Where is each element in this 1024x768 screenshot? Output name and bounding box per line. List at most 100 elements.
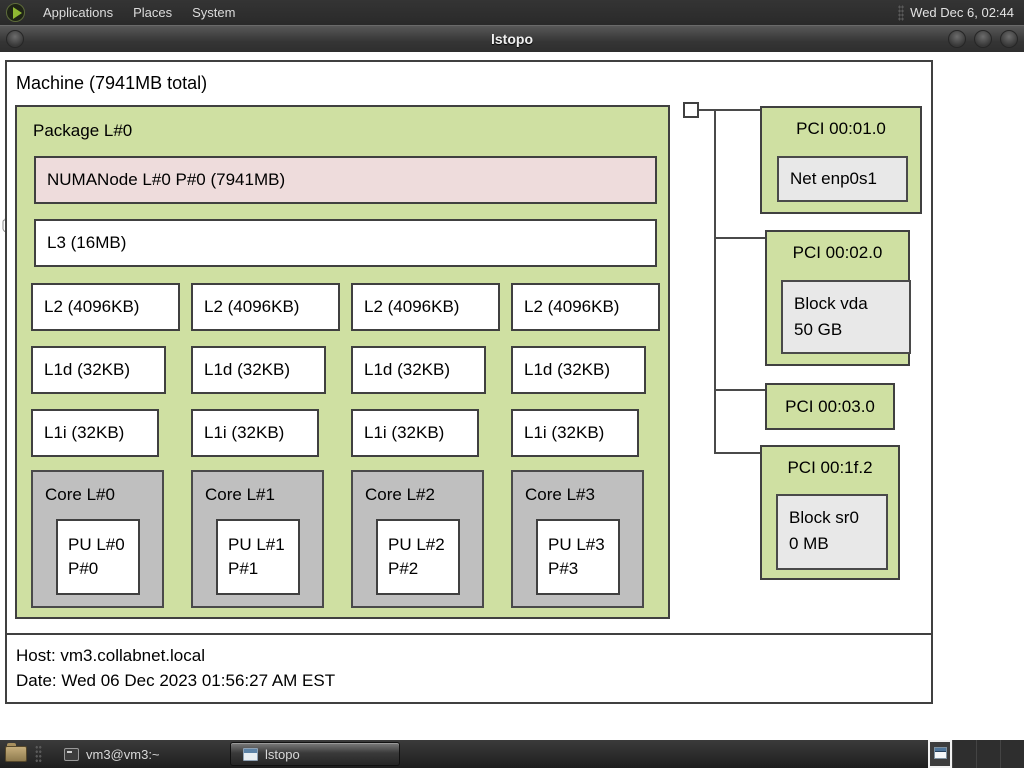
l1d-cache-box: L1d (32KB)	[511, 346, 646, 394]
pci-box-00-02-0: PCI 00:02.0 Block vda 50 GB	[765, 230, 911, 366]
pci-tree-line	[714, 389, 765, 391]
menu-applications[interactable]: Applications	[43, 5, 114, 20]
taskbar-button-terminal[interactable]: vm3@vm3:~	[52, 742, 222, 766]
block-device-size: 50 GB	[794, 320, 843, 339]
package-label: Package L#0	[33, 121, 133, 140]
menu-places[interactable]: Places	[133, 5, 173, 20]
file-manager-icon[interactable]	[5, 743, 27, 762]
window-titlebar[interactable]: lstopo	[0, 25, 1024, 52]
block-device-box: Block vda 50 GB	[781, 280, 911, 354]
pu-pnum: P#3	[548, 559, 579, 578]
l1i-cache-box: L1i (32KB)	[31, 409, 159, 457]
terminal-icon	[64, 747, 79, 761]
core-label: Core L#1	[205, 485, 275, 504]
pci-label: PCI 00:1f.2	[787, 458, 873, 477]
clock[interactable]: Wed Dec 6, 02:44	[910, 5, 1014, 20]
panel-handle[interactable]	[898, 4, 905, 21]
l1i-label: L1i (32KB)	[204, 423, 285, 442]
pu-box: PU L#2 P#2	[376, 519, 460, 595]
pci-label: PCI 00:02.0	[792, 243, 883, 262]
l1d-cache-box: L1d (32KB)	[191, 346, 326, 394]
l1d-label: L1d (32KB)	[44, 360, 130, 379]
pci-box-00-1f-2: PCI 00:1f.2 Block sr0 0 MB	[760, 445, 900, 580]
taskbar-handle[interactable]	[35, 745, 42, 763]
l2-cache-box: L2 (4096KB)	[191, 283, 340, 331]
workspace-switcher	[928, 740, 1024, 768]
core-box: Core L#2 PU L#2 P#2	[351, 470, 484, 608]
workspace-3[interactable]	[976, 740, 1000, 768]
core-label: Core L#3	[525, 485, 595, 504]
top-panel: Applications Places System Wed Dec 6, 02…	[0, 0, 1024, 25]
pci-label: PCI 00:01.0	[796, 119, 886, 138]
pci-tree-line	[714, 237, 765, 239]
core-box: Core L#0 PU L#0 P#0	[31, 470, 164, 608]
machine-label: Machine (7941MB total)	[16, 73, 208, 93]
pci-tree-trunk	[714, 109, 716, 454]
taskbar-button-label: vm3@vm3:~	[86, 746, 160, 762]
l2-cache-box: L2 (4096KB)	[511, 283, 660, 331]
l1d-label: L1d (32KB)	[364, 360, 450, 379]
maximize-button[interactable]	[974, 30, 992, 48]
numanode-label: NUMANode L#0 P#0 (7941MB)	[47, 170, 286, 189]
l2-label: L2 (4096KB)	[204, 297, 300, 316]
pu-box: PU L#3 P#3	[536, 519, 620, 595]
pci-label: PCI 00:03.0	[785, 397, 875, 416]
block-device-label: Block vda	[794, 294, 868, 313]
pu-pnum: P#0	[68, 559, 99, 578]
pu-label: PU L#1	[228, 535, 285, 554]
workspace-4[interactable]	[1000, 740, 1024, 768]
pci-box-00-03-0: PCI 00:03.0	[765, 383, 895, 430]
window-title: lstopo	[491, 31, 533, 47]
window-icon	[243, 747, 258, 761]
l3-cache-box: L3 (16MB)	[34, 219, 657, 267]
workspace-1[interactable]	[928, 740, 952, 768]
menu-system[interactable]: System	[192, 5, 236, 20]
l2-label: L2 (4096KB)	[44, 297, 140, 316]
pu-pnum: P#2	[388, 559, 419, 578]
pci-bridge-connector	[683, 102, 699, 118]
l1i-cache-box: L1i (32KB)	[511, 409, 639, 457]
block-device-size: 0 MB	[789, 534, 829, 553]
core-label: Core L#2	[365, 485, 435, 504]
l1i-label: L1i (32KB)	[524, 423, 605, 442]
core-label: Core L#0	[45, 485, 115, 504]
window-menu-button[interactable]	[6, 30, 24, 48]
block-device-box: Block sr0 0 MB	[776, 494, 888, 570]
distro-menu-icon[interactable]	[6, 3, 25, 22]
l1d-cache-box: L1d (32KB)	[31, 346, 166, 394]
package-box: Package L#0 NUMANode L#0 P#0 (7941MB) L3…	[15, 105, 670, 619]
l2-cache-box: L2 (4096KB)	[351, 283, 500, 331]
l3-label: L3 (16MB)	[47, 233, 127, 252]
l1i-label: L1i (32KB)	[364, 423, 445, 442]
close-button[interactable]	[1000, 30, 1018, 48]
pu-box: PU L#0 P#0	[56, 519, 140, 595]
l2-cache-box: L2 (4096KB)	[31, 283, 180, 331]
legend-panel: Host: vm3.collabnet.local Date: Wed 06 D…	[7, 633, 931, 702]
l1d-label: L1d (32KB)	[524, 360, 610, 379]
workspace-2[interactable]	[952, 740, 976, 768]
pci-tree-line	[699, 109, 760, 111]
pu-label: PU L#2	[388, 535, 445, 554]
l2-label: L2 (4096KB)	[364, 297, 460, 316]
machine-box: Machine (7941MB total) Package L#0 NUMAN…	[5, 60, 933, 704]
l1d-label: L1d (32KB)	[204, 360, 290, 379]
l1i-cache-box: L1i (32KB)	[351, 409, 479, 457]
l2-label: L2 (4096KB)	[524, 297, 620, 316]
block-device-label: Block sr0	[789, 508, 859, 527]
l1i-cache-box: L1i (32KB)	[191, 409, 319, 457]
core-box: Core L#1 PU L#1 P#1	[191, 470, 324, 608]
pu-pnum: P#1	[228, 559, 259, 578]
date-label: Date: Wed 06 Dec 2023 01:56:27 AM EST	[16, 671, 336, 690]
net-device-box: Net enp0s1	[777, 156, 908, 202]
pu-label: PU L#0	[68, 535, 125, 554]
l1d-cache-box: L1d (32KB)	[351, 346, 486, 394]
lstopo-canvas: Machine (7941MB total) Package L#0 NUMAN…	[0, 52, 1024, 740]
taskbar-button-label: lstopo	[265, 746, 300, 762]
l1i-label: L1i (32KB)	[44, 423, 125, 442]
taskbar-button-lstopo[interactable]: lstopo	[230, 742, 400, 766]
pu-box: PU L#1 P#1	[216, 519, 300, 595]
pci-tree-line	[714, 452, 760, 454]
pci-box-00-01-0: PCI 00:01.0 Net enp0s1	[760, 106, 922, 214]
minimize-button[interactable]	[948, 30, 966, 48]
numanode-box: NUMANode L#0 P#0 (7941MB)	[34, 156, 657, 204]
